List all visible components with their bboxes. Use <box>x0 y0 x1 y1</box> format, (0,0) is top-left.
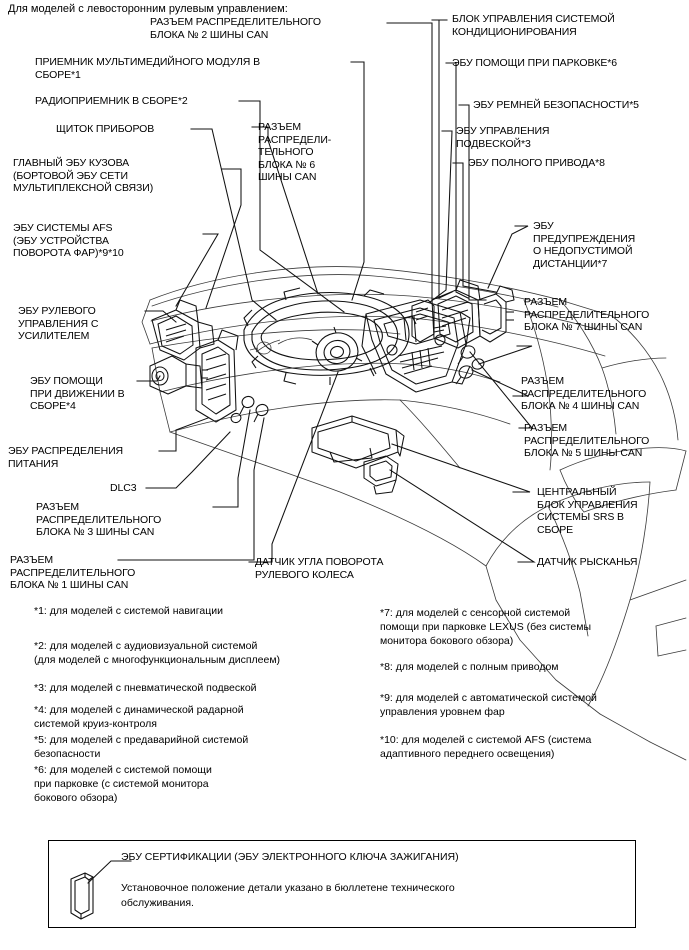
footnote-4: *4: для моделей с динамической радарной … <box>34 704 244 730</box>
footnote-2: *2: для моделей с аудиовизуальной систем… <box>34 640 281 666</box>
footnote-3: *3: для моделей с пневматической подвеск… <box>34 682 257 694</box>
callout-can-junction-connector-4: РАЗЪЕМ РАСПРЕДЕЛИТЕЛЬНОГО БЛОКА № 4 ШИНЫ… <box>521 375 647 413</box>
certification-ecu-note-title: ЭБУ СЕРТИФИКАЦИИ (ЭБУ ЭЛЕКТРОННОГО КЛЮЧА… <box>121 851 459 863</box>
footnote-7: *7: для моделей с сенсорной системой пом… <box>380 607 592 647</box>
callout-power-steering-ecu: ЭБУ РУЛЕВОГО УПРАВЛЕНИЯ С УСИЛИТЕЛЕМ <box>18 305 99 343</box>
callout-dlc3: DLC3 <box>110 482 137 494</box>
callout-power-distribution-ecu: ЭБУ РАСПРЕДЕЛЕНИЯ ПИТАНИЯ <box>8 445 124 470</box>
callout-steering-angle-sensor: ДАТЧИК УГЛА ПОВОРОТА РУЛЕВОГО КОЛЕСА <box>255 556 384 581</box>
callout-seat-belt-ecu: ЭБУ РЕМНЕЙ БЕЗОПАСНОСТИ*5 <box>473 99 639 111</box>
callout-afs-ecu: ЭБУ СИСТЕМЫ AFS (ЭБУ УСТРОЙСТВА ПОВОРОТА… <box>13 222 124 260</box>
callout-can-junction-connector-6: РАЗЪЕМ РАСПРЕДЕЛИ- ТЕЛЬНОГО БЛОКА № 6 ШИ… <box>258 121 332 184</box>
callout-radio-receiver: РАДИОПРИЕМНИК В СБОРЕ*2 <box>35 95 188 107</box>
callout-can-junction-connector-3: РАЗЪЕМ РАСПРЕДЕЛИТЕЛЬНОГО БЛОКА № 3 ШИНЫ… <box>36 501 162 539</box>
page-title: Для моделей с левосторонним рулевым упра… <box>8 3 288 15</box>
callout-ac-control-assembly: БЛОК УПРАВЛЕНИЯ СИСТЕМОЙ КОНДИЦИОНИРОВАН… <box>452 13 615 38</box>
callout-combination-meter: ЩИТОК ПРИБОРОВ <box>56 123 155 135</box>
callout-clearance-warning-ecu: ЭБУ ПРЕДУПРЕЖДЕНИЯ О НЕДОПУСТИМОЙ ДИСТАН… <box>533 220 636 270</box>
callout-can-junction-connector-5: РАЗЪЕМ РАСПРЕДЕЛИТЕЛЬНОГО БЛОКА № 5 ШИНЫ… <box>524 422 650 460</box>
certification-ecu-part-icon <box>70 860 132 920</box>
callout-awd-ecu: ЭБУ ПОЛНОГО ПРИВОДА*8 <box>468 157 605 169</box>
certification-ecu-note-box: ЭБУ СЕРТИФИКАЦИИ (ЭБУ ЭЛЕКТРОННОГО КЛЮЧА… <box>48 840 636 928</box>
callout-srs-central-control-assembly: ЦЕНТРАЛЬНЫЙ БЛОК УПРАВЛЕНИЯ СИСТЕМЫ SRS … <box>537 486 638 536</box>
footnote-8: *8: для моделей с полным приводом <box>380 661 559 673</box>
footnote-6: *6: для моделей с системой помощи при па… <box>34 764 212 804</box>
footnote-5: *5: для моделей с предаварийной системой… <box>34 734 249 760</box>
callout-yaw-rate-sensor: ДАТЧИК РЫСКАНЬЯ <box>537 556 638 568</box>
footnote-9: *9: для моделей с автоматической системо… <box>380 692 597 718</box>
footnote-1: *1: для моделей с системой навигации <box>34 605 223 617</box>
callout-can-junction-connector-1: РАЗЪЕМ РАСПРЕДЕЛИТЕЛЬНОГО БЛОКА № 1 ШИНЫ… <box>10 554 136 592</box>
certification-ecu-note-body: Установочное положение детали указано в … <box>121 882 455 909</box>
callout-multimedia-module-receiver: ПРИЕМНИК МУЛЬТИМЕДИЙНОГО МОДУЛЯ В СБОРЕ*… <box>35 56 260 81</box>
footnote-10: *10: для моделей с системой AFS (система… <box>380 734 592 760</box>
callout-can-junction-connector-7: РАЗЪЕМ РАСПРЕДЕЛИТЕЛЬНОГО БЛОКА № 7 ШИНЫ… <box>524 296 650 334</box>
callout-can-junction-connector-2: РАЗЪЕМ РАСПРЕДЕЛИТЕЛЬНОГО БЛОКА № 2 ШИНЫ… <box>150 16 321 41</box>
callout-parking-assist-ecu: ЭБУ ПОМОЩИ ПРИ ПАРКОВКЕ*6 <box>452 57 618 69</box>
callout-suspension-control-ecu: ЭБУ УПРАВЛЕНИЯ ПОДВЕСКОЙ*3 <box>456 125 550 150</box>
callout-main-body-ecu: ГЛАВНЫЙ ЭБУ КУЗОВА (БОРТОВОЙ ЭБУ СЕТИ МУ… <box>13 157 154 195</box>
callout-driving-assist-ecu: ЭБУ ПОМОЩИ ПРИ ДВИЖЕНИИ В СБОРЕ*4 <box>30 375 125 413</box>
